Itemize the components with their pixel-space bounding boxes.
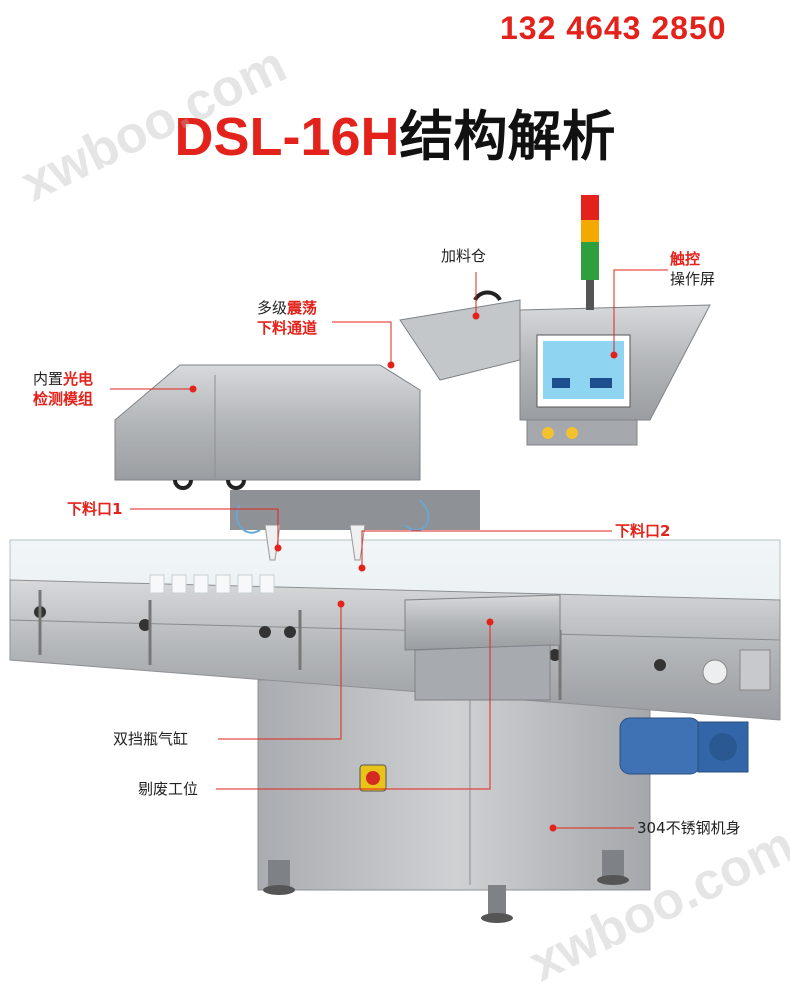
label-steel-body: 304不锈钢机身 — [637, 819, 741, 837]
motor — [619, 717, 749, 775]
label-touch-rest: 操作屏 — [670, 270, 716, 288]
page-title: DSL-16H结构解析 — [0, 92, 790, 171]
label-sensor-line2: 检测模组 — [33, 390, 94, 408]
base-cabinet — [257, 679, 651, 923]
control-box — [519, 304, 711, 446]
hopper — [399, 299, 521, 381]
label-sensor-pre: 内置 — [33, 370, 64, 388]
label-touch-hl: 触控 — [670, 250, 701, 268]
label-outlet-2: 下料口2 — [615, 521, 670, 541]
label-vibration-channel: 多级震荡 下料通道 — [257, 298, 317, 338]
label-touch-screen: 触控 操作屏 — [670, 249, 715, 289]
signal-tower — [581, 195, 599, 310]
label-cylinder: 双挡瓶气缸 — [113, 730, 189, 748]
label-vib-hl: 震荡 — [287, 299, 318, 317]
conveyor — [9, 539, 781, 721]
label-vib-line2: 下料通道 — [257, 319, 318, 337]
label-reject-station: 剔废工位 — [138, 780, 199, 798]
label-vib-pre: 多级 — [257, 299, 288, 317]
label-outlet-2-text: 下料口2 — [615, 522, 671, 540]
leader-lines — [110, 269, 668, 829]
title-text: 结构解析 — [399, 105, 616, 168]
vibration-housing — [114, 364, 480, 561]
label-hopper: 加料仓 — [441, 247, 487, 265]
label-outlet-1: 下料口1 — [67, 499, 122, 519]
label-outlet-1-text: 下料口1 — [67, 500, 123, 518]
label-sensor-hl: 光电 — [63, 370, 94, 388]
reject-block — [404, 594, 561, 651]
label-sensor-module: 内置光电 检测模组 — [33, 369, 93, 409]
title-model: DSL-16H — [174, 107, 400, 167]
phone-number: 132 4643 2850 — [500, 10, 727, 46]
